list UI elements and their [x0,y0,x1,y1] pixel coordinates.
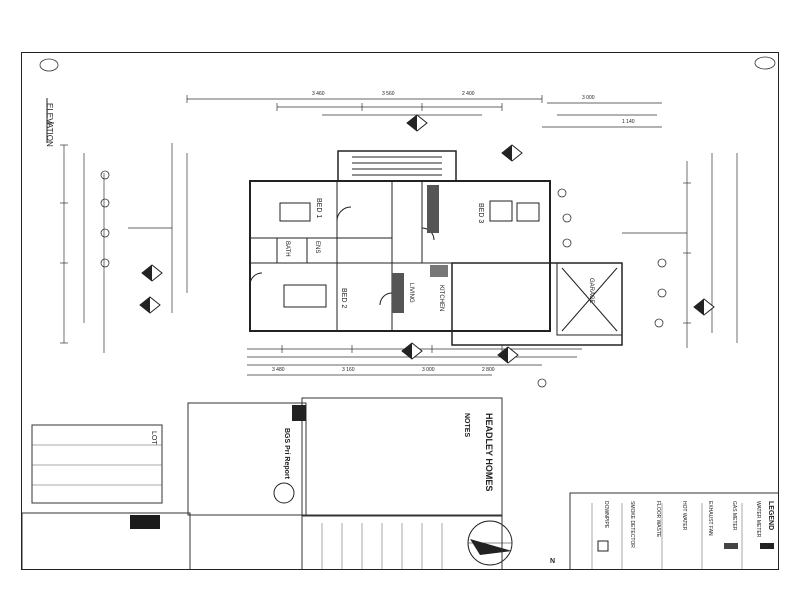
stamp-brand: BGS Pri Report [283,428,290,479]
north-label: N [550,558,556,565]
project-label: LOT [150,431,157,445]
elevation-label: ELEVATION [45,103,54,147]
legend-item: EXHAUST FAN [707,501,713,536]
dim-bottom-2: 3 160 [342,367,355,373]
room-label-bed3: BED 3 [477,203,484,224]
room-label-bed1: BED 1 [315,198,322,219]
dim-top-4: 3 000 [582,95,595,101]
room-label-bed2: BED 2 [340,288,347,309]
dim-bottom-1: 3 480 [272,367,285,373]
room-label-bath: BATH [284,241,290,257]
dim-bottom-4: 2 800 [482,367,495,373]
notes-heading: NOTES [463,413,470,438]
legend-item: SMOKE DETECTOR [629,501,635,548]
dim-bottom-3: 3 000 [422,367,435,373]
legend-item: WATER METER [755,501,761,538]
legend-block: DOWNPIPE SMOKE DETECTOR FLOOR WASTE HOT … [577,497,777,569]
dim-top-3: 2 400 [462,91,475,97]
dim-top-2: 3 560 [382,91,395,97]
legend-item: DOWNPIPE [603,501,609,529]
room-label-living: LIVING [408,283,414,303]
legend-item: FLOOR WASTE [655,501,661,538]
legend-item: HOT WATER [681,501,687,531]
room-label-ens: ENS [314,241,320,254]
floor-plan [22,56,778,569]
dim-top-5: 1 140 [622,119,635,125]
scan-margin [0,0,800,52]
room-label-kitchen: KITCHEN [438,285,444,312]
room-label-garage: GARAGE [588,278,594,304]
legend-item: GAS METER [731,501,737,531]
dim-top-1: 3 460 [312,91,325,97]
company-name: HEADLEY HOMES [484,413,494,492]
drawing-sheet: ELEVATION HEADLEY HOMES LOT NOTES LEGEND… [21,52,779,570]
